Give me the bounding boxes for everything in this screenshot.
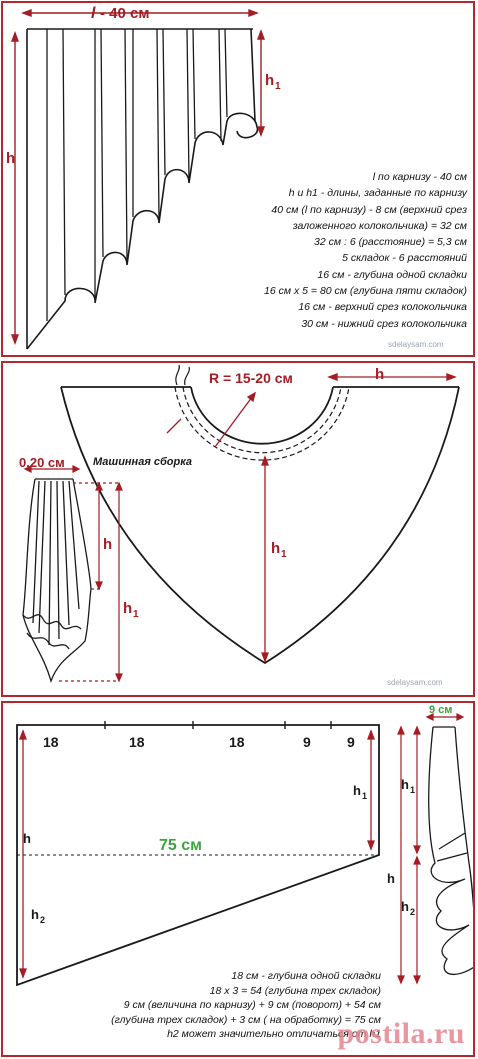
- note-line: 32 см : 6 (расстояние) = 5,3 см: [314, 236, 467, 249]
- h-label: h: [6, 150, 15, 167]
- segment-label: 18: [229, 734, 245, 750]
- note-line: 18 х 3 = 54 (глубина трех складок): [209, 984, 381, 997]
- segment-ticks: [104, 721, 332, 729]
- notes: 18 см - глубина одной складки 18 х 3 = 5…: [111, 969, 381, 1042]
- h-left-label: h: [103, 536, 112, 553]
- trapezoid-diagram: 18 18 18 9 9 75 см h h 2 h 1 9 см h h 1 …: [16, 704, 473, 987]
- h1-left-sub: 1: [133, 609, 139, 620]
- h1-label: h: [265, 72, 274, 89]
- segment-label: 18: [129, 734, 145, 750]
- note-line: заложенного колокольчика) = 32 см: [292, 219, 467, 232]
- h1-side-label: h: [401, 777, 409, 792]
- h1-side-sub: 1: [410, 785, 415, 795]
- segment-label: 9: [347, 734, 355, 750]
- pattern-outline: [60, 386, 460, 665]
- total-width-label: 75 см: [159, 837, 202, 854]
- watermark: sdelaysam.com: [387, 678, 443, 687]
- half-circle-diagram: R = 15-20 см h Машинная сборка 0,20 см h…: [19, 364, 460, 687]
- note-line: l по карнизу - 40 см: [372, 171, 467, 183]
- width-label: 0,20 см: [19, 455, 65, 470]
- gather-stitches: [174, 386, 350, 461]
- note-line: 16 см - верхний срез колокольчика: [298, 301, 467, 314]
- h1-left-label: h: [123, 600, 132, 617]
- side-dimension-lines: [23, 465, 123, 683]
- note-line: 40 см (l по карнизу) - 8 см (верхний сре…: [271, 203, 467, 216]
- note-line: (глубина трех складок) + 3 см ( на обраб…: [111, 1013, 381, 1026]
- brand-watermark: postila.ru: [337, 1017, 465, 1050]
- panel-pattern-half-circle: R = 15-20 см h Машинная сборка 0,20 см h…: [1, 361, 475, 697]
- h1-right-sub: 1: [362, 791, 367, 801]
- segment-label: 9: [303, 734, 311, 750]
- panel-pattern-bell-folds: l - 40 см h h 1 sdelaysam.com l по карни…: [1, 1, 475, 357]
- width-label-l: l: [91, 5, 96, 22]
- notes: l по карнизу - 40 см h и h1 - длины, зад…: [264, 169, 467, 332]
- drape-diagram: l - 40 см h h 1 sdelaysam.com: [6, 5, 444, 350]
- note-line: 16 см х 5 = 80 см (глубина пяти складок): [264, 285, 467, 298]
- dimension-lines: [19, 729, 375, 979]
- gather-label: Машинная сборка: [93, 456, 192, 468]
- h-side-label: h: [387, 871, 395, 886]
- note-line: 9 см (величина по карнизу) + 9 см (повор…: [123, 999, 381, 1011]
- watermark: sdelaysam.com: [388, 340, 444, 349]
- h1-center-label: h: [271, 540, 280, 557]
- h1-center-sub: 1: [281, 549, 287, 560]
- h-top-label: h: [375, 366, 384, 383]
- fold-width-label: 9 см: [429, 704, 452, 716]
- spiral-piece: [428, 726, 473, 975]
- thread-ends: [175, 364, 190, 386]
- fold-lines: [46, 28, 228, 321]
- panel-pattern-trapezoid: 18 18 18 9 9 75 см h h 2 h 1 9 см h h 1 …: [1, 701, 475, 1057]
- curtain-outline: [26, 28, 259, 350]
- width-label: - 40 см: [100, 5, 149, 22]
- dimension-lines: [166, 373, 457, 663]
- radius-label: R = 15-20 см: [209, 370, 293, 386]
- side-dimension-lines: [397, 713, 465, 985]
- h1-right-label: h: [353, 783, 361, 798]
- note-line: h2 может значительно отличаться от h1: [167, 1028, 381, 1040]
- note-line: 16 см - глубина одной складки: [317, 268, 467, 281]
- h2-left-label: h: [31, 907, 39, 922]
- note-line: 5 складок - 6 расстояний: [342, 252, 467, 265]
- h2-side-sub: 2: [410, 907, 415, 917]
- h1-subscript: 1: [275, 81, 281, 92]
- note-line: 30 см - нижний срез колокольчика: [301, 317, 467, 330]
- h2-left-sub: 2: [40, 915, 45, 925]
- hanging-piece: [22, 478, 92, 684]
- dimension-lines: [10, 8, 266, 345]
- segment-label: 18: [43, 734, 59, 750]
- h-left-label: h: [23, 831, 31, 846]
- note-line: h и h1 - длины, заданные по карнизу: [288, 187, 467, 200]
- note-line: 18 см - глубина одной складки: [231, 970, 381, 982]
- h2-side-label: h: [401, 899, 409, 914]
